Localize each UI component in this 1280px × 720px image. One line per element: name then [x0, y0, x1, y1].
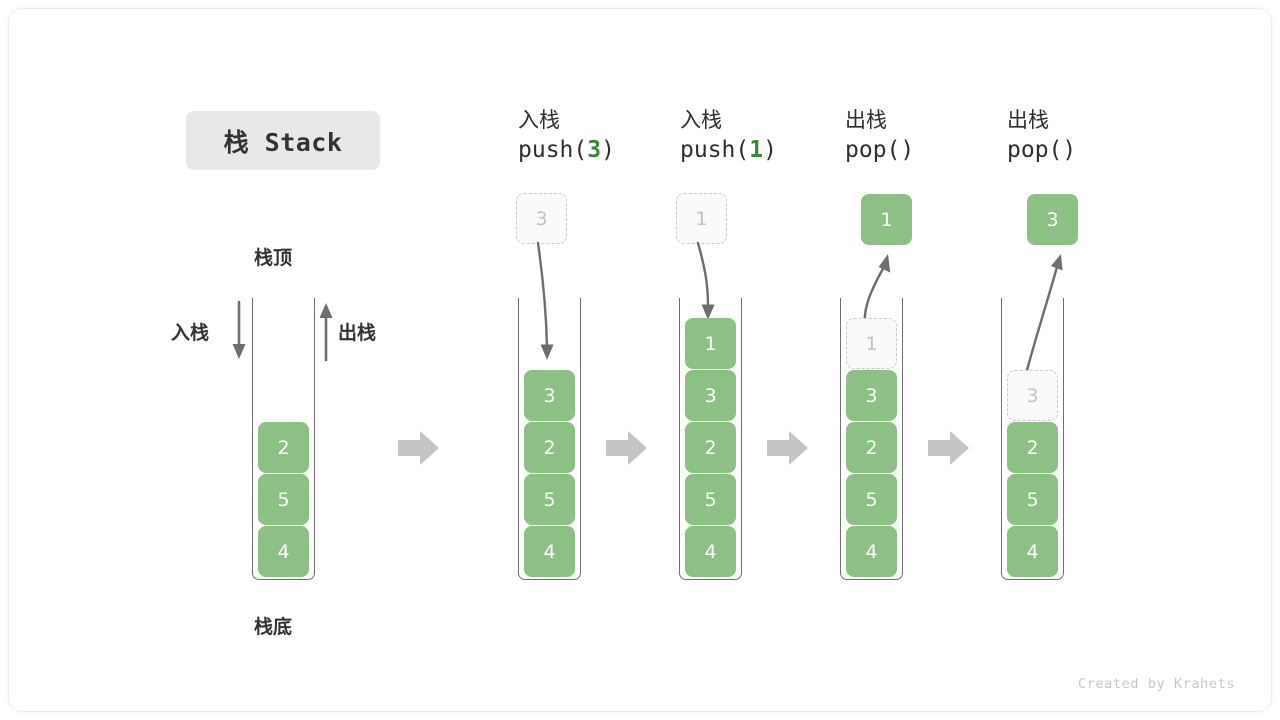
flow-arrow-icon [928, 431, 969, 465]
watermark-credit: Created by Krahets [1078, 676, 1236, 692]
stack-title-label: 栈 Stack [223, 127, 343, 157]
popped-element-ghost: 3 [1007, 370, 1058, 421]
stack-cell: 5 [685, 474, 736, 525]
column-operation-label: 入栈 [680, 108, 722, 132]
stack-top-label: 栈顶 [254, 247, 293, 269]
stack-cell: 4 [846, 526, 897, 577]
stack-container-push-1 [679, 298, 742, 580]
stack-cell: 5 [1007, 474, 1058, 525]
stack-container-pop-2 [1001, 298, 1064, 580]
column-operation-label: 出栈 [1007, 108, 1049, 132]
call-argument: 3 [587, 137, 602, 163]
popped-element: 1 [861, 194, 912, 245]
stack-cell: 3 [685, 370, 736, 421]
stack-cell: 5 [524, 474, 575, 525]
stack-cell: 2 [524, 422, 575, 473]
call-prefix: push( [518, 137, 588, 163]
push-motion-arrow [696, 241, 715, 320]
push-motion-arrow [536, 241, 554, 360]
popped-element-ghost: 1 [846, 318, 897, 369]
stack-cell: 4 [524, 526, 575, 577]
stack-cell: 2 [258, 422, 309, 473]
call-suffix: ) [601, 137, 615, 163]
stack-cell: 5 [846, 474, 897, 525]
stack-container-pop-1 [840, 298, 903, 580]
call-suffix: ) [763, 137, 777, 163]
stack-bottom-label: 栈底 [254, 616, 293, 638]
stack-cell: 3 [846, 370, 897, 421]
call-argument: 1 [749, 137, 764, 163]
column-operation-call: pop() [1007, 133, 1197, 167]
call-suffix: ) [900, 137, 915, 163]
column-header-push-1: 入栈 push(1) [680, 107, 870, 167]
flow-arrow-icon [606, 431, 647, 465]
stack-cell: 2 [846, 422, 897, 473]
incoming-element-ghost: 1 [676, 193, 727, 244]
column-operation-label: 出栈 [845, 108, 887, 132]
pop-direction-arrow [319, 303, 333, 362]
stack-title-chip: 栈 Stack [186, 111, 380, 170]
column-header-push-3: 入栈 push(3) [518, 107, 708, 167]
stack-cell: 4 [258, 526, 309, 577]
incoming-element-ghost: 3 [516, 193, 567, 244]
column-header-pop-1: 出栈 pop() [845, 107, 1035, 167]
column-operation-call: pop() [845, 133, 1035, 167]
stack-cell: 4 [1007, 526, 1058, 577]
call-prefix: pop( [845, 137, 901, 163]
call-prefix: pop( [1007, 137, 1063, 163]
flow-arrow-icon [398, 431, 439, 465]
stack-cell: 2 [1007, 422, 1058, 473]
popped-element: 3 [1027, 194, 1078, 245]
stack-cell: 2 [685, 422, 736, 473]
stack-cell: 3 [524, 370, 575, 421]
push-direction-label: 入栈 [171, 322, 210, 344]
push-direction-arrow [232, 300, 246, 359]
stack-cell: 1 [685, 318, 736, 369]
call-prefix: push( [680, 137, 750, 163]
column-operation-label: 入栈 [518, 108, 560, 132]
stack-cell: 4 [685, 526, 736, 577]
stack-container-initial [252, 298, 315, 580]
pop-direction-label: 出栈 [338, 322, 377, 344]
column-header-pop-2: 出栈 pop() [1007, 107, 1197, 167]
stack-container-push-3 [518, 298, 581, 580]
call-suffix: ) [1062, 137, 1077, 163]
column-operation-call: push(1) [680, 133, 870, 167]
flow-arrow-icon [767, 431, 808, 465]
column-operation-call: push(3) [518, 133, 708, 167]
stack-cell: 5 [258, 474, 309, 525]
